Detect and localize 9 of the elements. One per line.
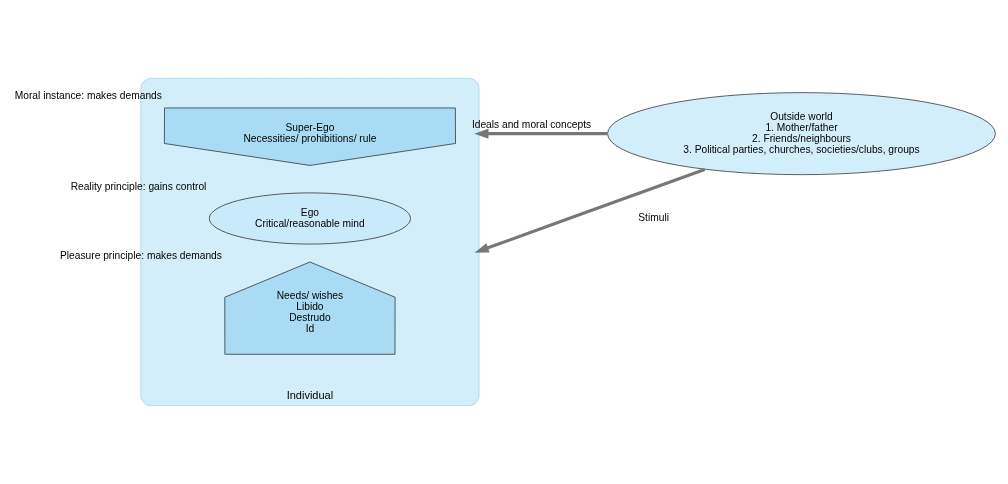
node-ellipse: Ego Critical/reasonable mind — [208, 192, 411, 245]
arrow — [474, 128, 608, 139]
edge-label: Stimuli — [638, 212, 669, 224]
node-label: Moral instance: makes demands — [14, 90, 162, 102]
node-label: Pleasure principle: makes demands — [60, 250, 222, 262]
node-label: Reality principle: gains control — [70, 181, 207, 193]
arrow — [474, 167, 706, 253]
node-ellipse: Outside world 1. Mother/father 2. Friends/neighbours 3. Political parties, churches, societies/clubs, groups — [607, 92, 996, 176]
edge-label: Ideals and moral concepts — [471, 119, 592, 131]
